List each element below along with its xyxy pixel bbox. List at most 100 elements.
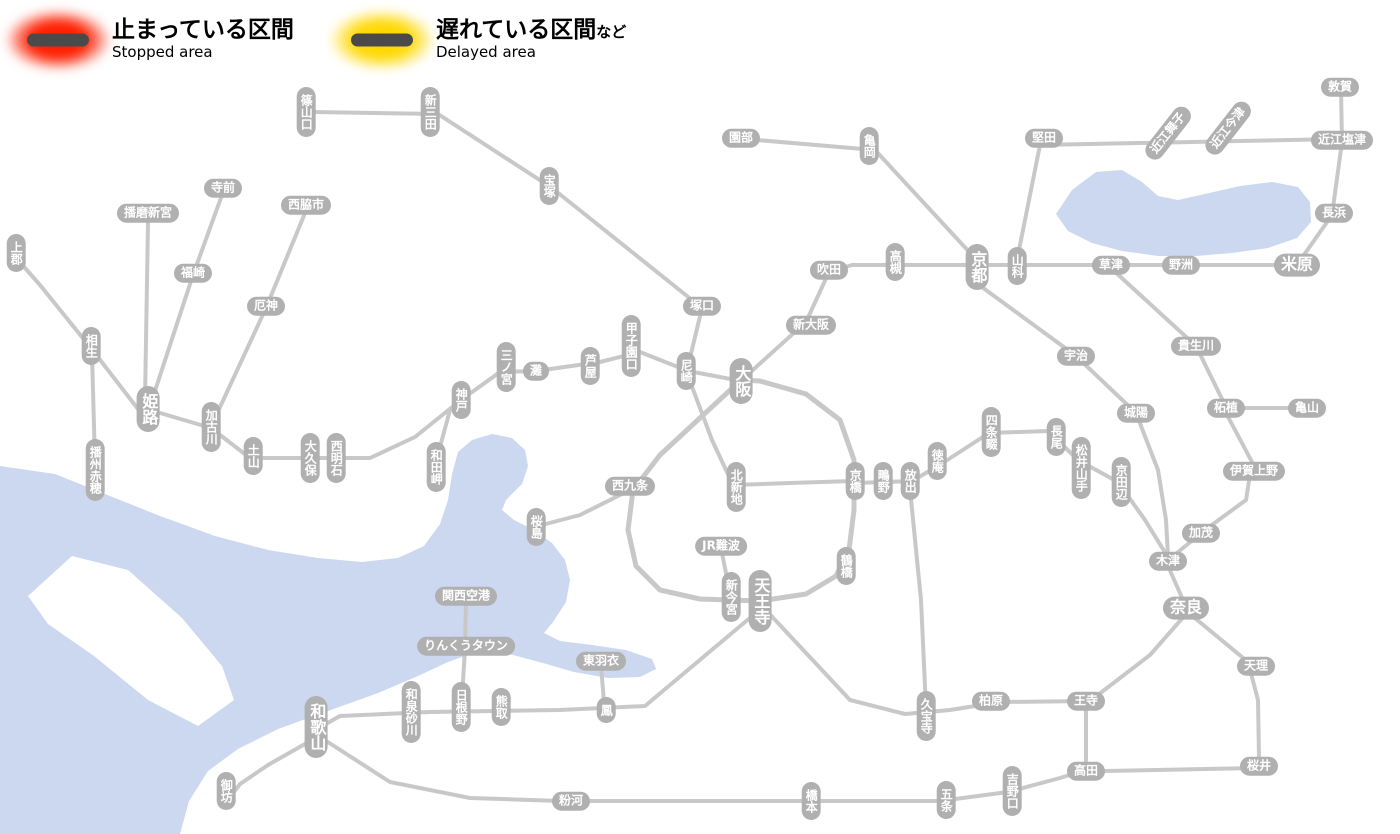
- station-pill: 甲子園口: [621, 315, 641, 377]
- station-pill: 敦賀: [1320, 77, 1360, 97]
- rail-hagoromo-branch: [599, 664, 606, 704]
- legend: 止まっている区間 Stopped area 遅れている区間など Delayed …: [6, 10, 626, 70]
- station-pill: 厄神: [246, 296, 286, 316]
- rail-sanyo-line-west: [16, 258, 143, 415]
- station-pill: 亀岡: [859, 127, 879, 165]
- station-pill: 宝塚: [539, 167, 559, 205]
- station-pill: 三ノ宮: [496, 342, 516, 392]
- station-pill: 熊取: [491, 688, 511, 726]
- station-pill: 灘: [522, 361, 550, 381]
- station-pill: 桜島: [526, 508, 546, 546]
- station-pill: 播磨新宮: [116, 203, 180, 223]
- station-pill: 伊賀上野: [1222, 461, 1286, 481]
- station-pill: 天王寺: [748, 570, 772, 632]
- station-pill: 新大阪: [785, 315, 837, 335]
- station-pill: 東羽衣: [575, 651, 627, 671]
- delayed-sublabel: Delayed area: [435, 43, 536, 62]
- rail-nara-line: [973, 280, 1170, 558]
- station-pill: 亀山: [1287, 398, 1327, 418]
- delayed-label-suffix: など: [596, 23, 627, 41]
- station-pill: 長浜: [1314, 203, 1354, 223]
- station-pill: 寺前: [203, 178, 243, 198]
- station-pill: 城陽: [1116, 403, 1156, 423]
- station-pill: 近江塩津: [1310, 130, 1374, 150]
- station-pill: 橋本: [801, 782, 821, 820]
- rail-kakogawa-line: [212, 211, 307, 422]
- station-pill: 福崎: [173, 263, 213, 283]
- station-pill: 四条畷: [981, 407, 1001, 457]
- station-pill: 米原: [1273, 253, 1321, 277]
- delayed-legend-text: 遅れている区間など Delayed area: [436, 16, 626, 61]
- osaka-bay: [0, 434, 656, 834]
- station-pill: 西明石: [326, 433, 346, 483]
- station-pill: 柘植: [1206, 398, 1246, 418]
- station-pill: 五条: [936, 781, 956, 819]
- rail-fukuchiyama-line: [310, 110, 704, 368]
- station-pill: 京田辺: [1111, 457, 1131, 507]
- rail-sagano-line: [743, 137, 974, 257]
- rail-tozai-line: [686, 374, 855, 487]
- station-pill: 北新地: [726, 462, 746, 512]
- delayed-label: 遅れている区間など: [436, 17, 627, 43]
- station-pill: 徳庵: [927, 442, 947, 480]
- rail-osaka-higashi-line: [908, 487, 928, 710]
- station-pill: りんくうタウン: [417, 636, 515, 656]
- rail-nara-kizu-link: [1166, 564, 1185, 602]
- station-pill: 京都: [965, 244, 989, 290]
- station-pill: 西脇市: [280, 195, 332, 215]
- rail-osaka-loop-line: [625, 377, 857, 604]
- stopped-line-swatch: [6, 10, 110, 70]
- rail-hokuriku-line: [1297, 88, 1344, 264]
- station-pill: 久宝寺: [916, 691, 936, 741]
- station-pill: 京橋: [845, 462, 865, 500]
- stopped-segment-icon: [27, 33, 89, 47]
- legend-item-stopped: 止まっている区間 Stopped area: [6, 10, 294, 70]
- station-pill: 鳳: [596, 697, 616, 723]
- station-pill: 貴生川: [1170, 336, 1222, 356]
- stopped-legend-text: 止まっている区間 Stopped area: [112, 16, 294, 61]
- station-pill: 鶴橋: [836, 547, 856, 585]
- station-pill: 和泉砂川: [401, 681, 421, 743]
- delayed-segment-icon: [350, 33, 413, 47]
- station-pill: 柏原: [971, 691, 1011, 711]
- station-pill: 播州赤穂: [85, 439, 105, 501]
- station-pill: 相生: [81, 327, 101, 365]
- station-pill: 草津: [1091, 255, 1131, 275]
- station-pill: 野洲: [1161, 255, 1201, 275]
- station-pill: 和田岬: [426, 442, 446, 492]
- station-pill: 高槻: [885, 243, 905, 281]
- station-pill: 姫路: [136, 386, 160, 432]
- rail-yumesaki-line: [540, 490, 628, 527]
- legend-item-delayed: 遅れている区間など Delayed area: [329, 10, 626, 70]
- stopped-sublabel: Stopped area: [112, 43, 213, 62]
- station-pill: 土山: [243, 437, 263, 475]
- station-pill: 新今宮: [721, 572, 741, 622]
- station-pill: 尼崎: [676, 352, 696, 390]
- rail-kisei-line: [222, 738, 314, 807]
- station-pill: 園部: [721, 128, 761, 148]
- station-pill: 神戸: [451, 381, 471, 419]
- rail-sakurai-line: [1188, 612, 1261, 760]
- station-pill: 芦屋: [580, 347, 600, 385]
- station-pill: 上郡: [6, 234, 26, 272]
- station-pill: 奈良: [1162, 596, 1210, 620]
- station-pill: 鴫野: [873, 462, 893, 500]
- station-pill: 長尾: [1046, 418, 1066, 456]
- rail-kishin-line: [143, 220, 150, 402]
- station-pill: 塚口: [682, 296, 722, 316]
- station-pill: 吹田: [809, 260, 849, 280]
- station-pill: 宇治: [1056, 346, 1096, 366]
- station-pill: 放出: [900, 462, 920, 500]
- rail-sakurai-takada-link: [1103, 766, 1258, 773]
- station-pill: 関西空港: [434, 586, 498, 606]
- station-pill: 日根野: [451, 682, 471, 732]
- station-pill: 新三田: [420, 87, 440, 137]
- station-pill: 篠山口: [296, 87, 316, 137]
- awaji-island: [28, 556, 234, 726]
- station-pill: 御坊: [216, 772, 236, 810]
- station-pill: 加茂: [1181, 523, 1221, 543]
- station-pill: 吉野口: [1002, 766, 1022, 816]
- rail-kobe-line: [148, 350, 743, 460]
- rail-wakayama-line: [318, 735, 1088, 803]
